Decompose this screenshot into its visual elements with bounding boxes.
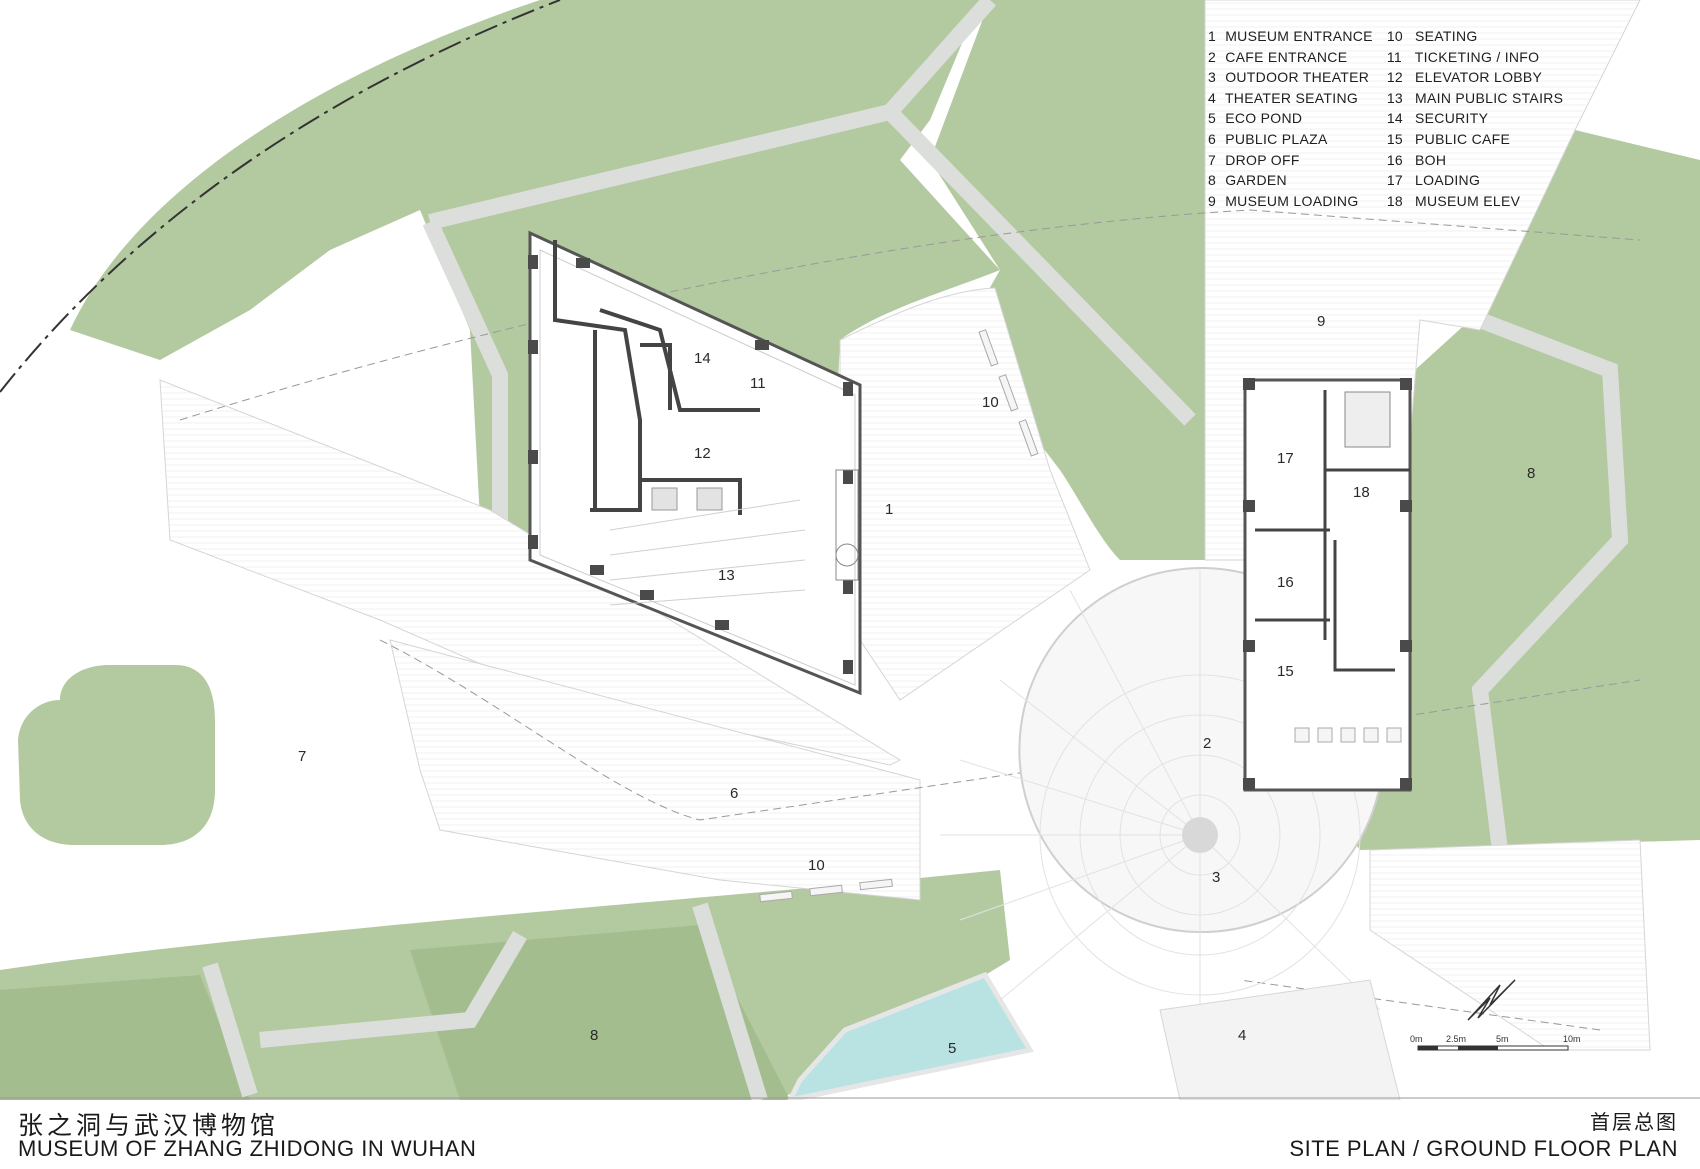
scale-bar: 0m 2.5m 5m 10m <box>1410 1034 1581 1051</box>
zone-label-14: 14 <box>694 350 711 367</box>
drawing-title-english: SITE PLAN / GROUND FLOOR PLAN <box>1289 1136 1678 1161</box>
zone-label-5: 5 <box>948 1040 956 1057</box>
legend-item: 3 OUTDOOR THEATER <box>1208 69 1370 86</box>
legend-item: 2 CAFE ENTRANCE <box>1208 48 1348 65</box>
legend-item: 8 GARDEN <box>1208 172 1287 189</box>
north-arrow-icon <box>1467 979 1516 1021</box>
legend: 1 MUSEUM ENTRANCE 2 CAFE ENTRANCE 3 OUTD… <box>1208 26 1563 211</box>
legend-item: 16 BOH <box>1386 151 1447 168</box>
zone-label-1: 1 <box>885 501 893 518</box>
garden-paths <box>202 0 1629 1100</box>
zone-labels: 1 2 3 4 5 6 7 8 8 9 10 10 11 12 13 14 15… <box>298 313 1535 1057</box>
scale-label-1: 2.5m <box>1446 1034 1466 1044</box>
legend-item: 10 SEATING <box>1386 28 1478 44</box>
project-title-chinese: 张之洞与武汉博物馆 <box>18 1111 280 1140</box>
seating-benches <box>759 329 1039 903</box>
zone-label-12: 12 <box>694 445 711 462</box>
zone-label-9: 9 <box>1317 313 1325 330</box>
garden-left-blob <box>18 665 215 845</box>
cafe-building <box>1243 378 1412 792</box>
project-title-english: MUSEUM OF ZHANG ZHIDONG IN WUHAN <box>18 1136 477 1161</box>
setback-lines <box>179 209 1641 1031</box>
drawing-title-chinese: 首层总图 <box>1590 1110 1678 1134</box>
legend-item: 13 MAIN PUBLIC STAIRS <box>1386 89 1564 106</box>
zone-label-13: 13 <box>718 567 735 584</box>
site-boundary-line <box>0 0 561 393</box>
legend-column-left: 1 MUSEUM ENTRANCE 2 CAFE ENTRANCE 3 OUTD… <box>1208 26 1373 211</box>
legend-item: 6 PUBLIC PLAZA <box>1208 130 1328 147</box>
legend-item: 11 TICKETING / INFO <box>1386 48 1540 65</box>
zone-label-15: 15 <box>1277 663 1294 680</box>
zone-label-8b: 8 <box>590 1027 598 1044</box>
legend-item: 9 MUSEUM LOADING <box>1208 192 1359 209</box>
scale-label-3: 10m <box>1563 1034 1581 1044</box>
zone-label-2: 2 <box>1203 735 1211 752</box>
legend-item: 12 ELEVATOR LOBBY <box>1386 69 1543 86</box>
legend-item: 7 DROP OFF <box>1208 151 1300 168</box>
zone-label-17: 17 <box>1277 450 1294 467</box>
legend-item: 18 MUSEUM ELEV <box>1386 192 1521 209</box>
legend-column-right: 10 SEATING 11 TICKETING / INFO 12 ELEVAT… <box>1387 26 1563 211</box>
zone-label-18: 18 <box>1353 484 1370 501</box>
eco-pond <box>787 971 1034 1100</box>
garden-right <box>1330 130 1700 850</box>
zone-label-16: 16 <box>1277 574 1294 591</box>
museum-building <box>528 230 862 696</box>
legend-item: 4 THEATER SEATING <box>1208 89 1359 106</box>
garden-top-center <box>930 0 1205 560</box>
legend-item: 17 LOADING <box>1386 172 1481 189</box>
scale-label-2: 5m <box>1496 1034 1509 1044</box>
zone-label-3: 3 <box>1212 869 1220 886</box>
legend-item: 15 PUBLIC CAFE <box>1386 130 1511 147</box>
legend-item: 1 MUSEUM ENTRANCE <box>1208 28 1373 44</box>
zone-label-6: 6 <box>730 785 738 802</box>
zone-label-11: 11 <box>750 375 766 392</box>
zone-label-10a: 10 <box>982 394 999 411</box>
legend-item: 14 SECURITY <box>1386 110 1489 127</box>
zone-label-8a: 8 <box>1527 465 1535 482</box>
scale-label-0: 0m <box>1410 1034 1423 1044</box>
zone-label-4: 4 <box>1238 1027 1246 1044</box>
site-plan-drawing: 1 2 3 4 5 6 7 8 8 9 10 10 11 12 13 14 15… <box>0 0 1700 1100</box>
zone-label-7: 7 <box>298 748 306 765</box>
zone-label-10b: 10 <box>808 857 825 874</box>
legend-item: 5 ECO POND <box>1208 110 1303 127</box>
